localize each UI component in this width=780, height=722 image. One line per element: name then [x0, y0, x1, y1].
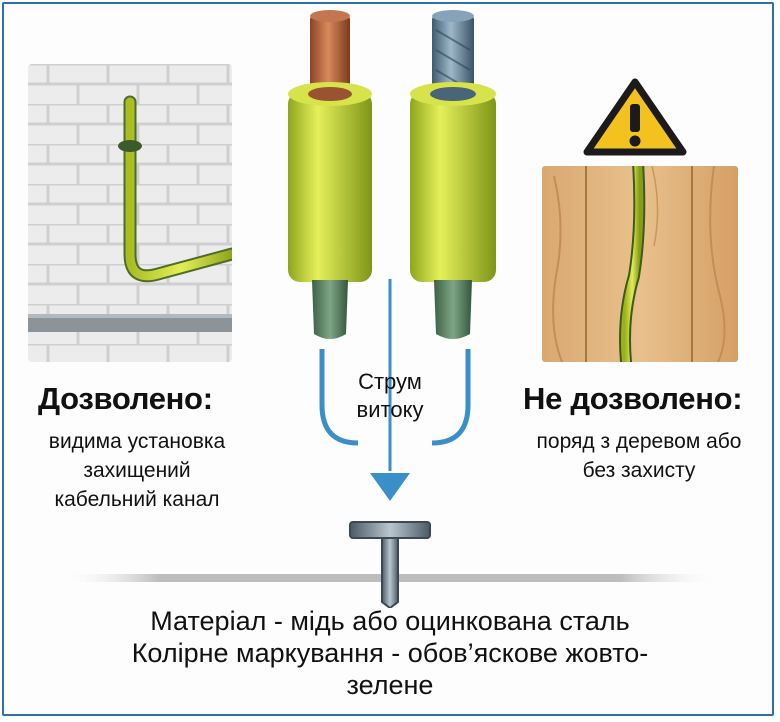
forbidden-heading: Не дозволено:	[523, 381, 743, 416]
allowed-line: видима установка	[48, 430, 226, 453]
allowed-line: захищений	[83, 459, 191, 482]
wood-illustration	[542, 166, 738, 362]
warning-icon	[583, 78, 687, 156]
conductors-illustration	[288, 10, 496, 339]
color-marking-line: Колірне маркування - обов’яскове жовто-	[131, 638, 649, 668]
material-line: Матеріал - мідь або оцинкована сталь	[150, 606, 630, 636]
leakage-label: Струм витоку	[330, 368, 450, 424]
allowed-heading: Дозволено:	[38, 381, 213, 416]
leakage-arrows	[319, 279, 471, 501]
forbidden-description: поряд з деревом або без захисту	[508, 427, 770, 485]
allowed-description: видима установка захищений кабельний кан…	[22, 427, 252, 514]
material-note: Матеріал - мідь або оцинкована сталь Кол…	[40, 605, 740, 701]
forbidden-line: без захисту	[582, 459, 696, 482]
allowed-line: кабельний канал	[54, 488, 220, 511]
arrow-down-icon	[370, 473, 410, 501]
brick-wall-illustration	[28, 64, 232, 362]
color-marking-line: зелене	[346, 670, 434, 700]
leakage-line: витоку	[356, 397, 424, 422]
leakage-line: Струм	[358, 369, 422, 394]
grounding-rod-icon	[60, 521, 720, 608]
forbidden-line: поряд з деревом або	[536, 430, 742, 453]
